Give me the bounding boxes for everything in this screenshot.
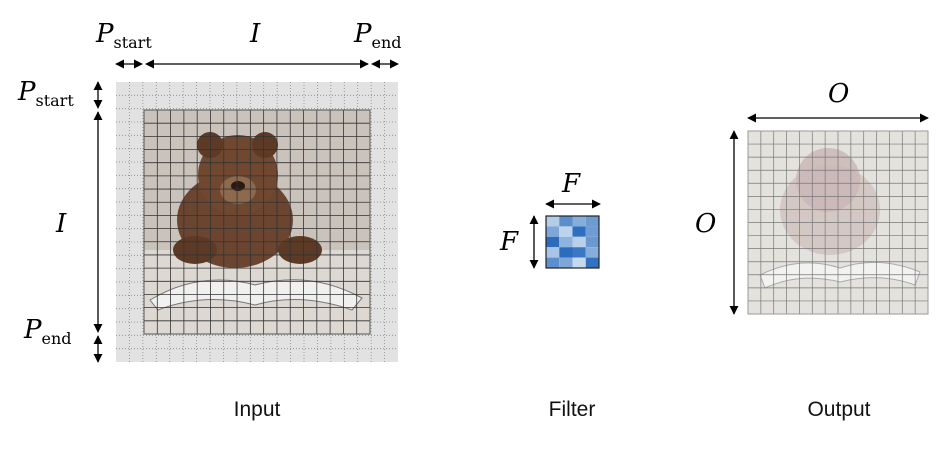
filter-cell [546, 247, 560, 258]
input-height-label: I [55, 209, 67, 239]
open-book [149, 279, 363, 311]
output-caption: Output [807, 398, 871, 421]
output-width-label: O [828, 79, 849, 109]
output-height-label: O [695, 209, 716, 239]
filter-height-label: F [499, 227, 519, 257]
filter-cell [559, 226, 573, 237]
filter-cell [546, 257, 560, 268]
filter-caption: Filter [548, 398, 596, 421]
filter-cell [585, 257, 599, 268]
filter-cell [546, 216, 560, 227]
filter-cell [559, 236, 573, 248]
filter-cell [572, 236, 586, 248]
input-dimension-arrows [93, 59, 399, 363]
padding-end-top-label: Pend [353, 19, 402, 52]
padding-start-top-label: Pstart [95, 19, 152, 52]
input-width-label: I [249, 19, 261, 49]
filter-cell [559, 216, 573, 227]
filter-cell [585, 216, 599, 227]
padding-end-left-label: Pend [23, 315, 72, 348]
filter-cell [572, 226, 586, 237]
input-image [143, 109, 371, 335]
filter-cell [559, 247, 573, 258]
filter-cell [585, 247, 599, 258]
filter-cell [572, 216, 586, 227]
filter-border [545, 215, 600, 269]
filter-cell [546, 236, 560, 248]
input-caption: Input [233, 398, 281, 421]
filter-cell [559, 257, 573, 268]
filter-cell [572, 257, 586, 268]
output-image [747, 130, 929, 315]
filter-cell [585, 236, 599, 248]
filter-cell [585, 226, 599, 237]
filter-cell [572, 247, 586, 258]
filter-cell [546, 226, 560, 237]
padding-start-left-label: Pstart [17, 77, 74, 110]
filter-width-label: F [561, 169, 581, 199]
filter-kernel [546, 216, 599, 268]
